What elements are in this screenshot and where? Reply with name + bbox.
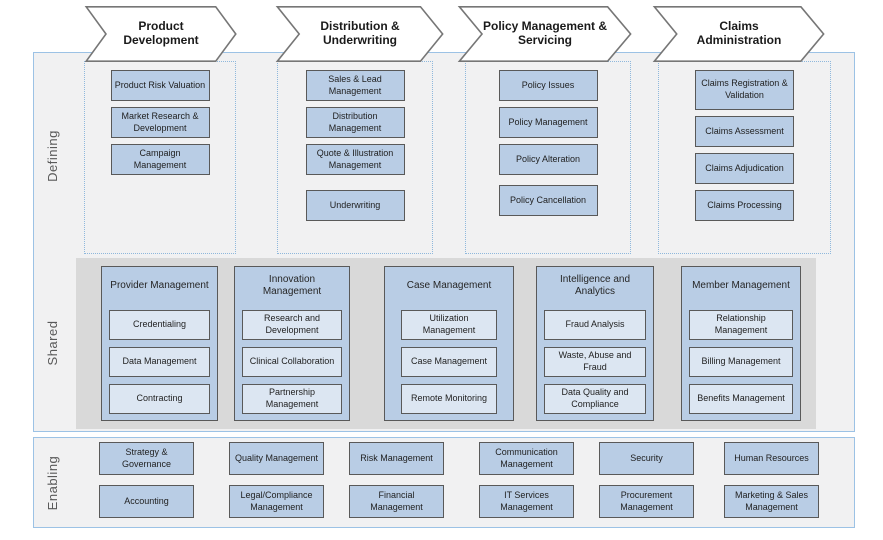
capability-box-case-management: Case Management — [401, 347, 497, 377]
capability-box-fraud-analysis: Fraud Analysis — [544, 310, 646, 340]
capability-box-relationship-management: Relationship Management — [689, 310, 793, 340]
shared-band-label: Shared — [45, 320, 60, 366]
capability-box-contracting: Contracting — [109, 384, 210, 414]
capability-box-policy-cancellation: Policy Cancellation — [498, 185, 598, 216]
shared-group-title: Intelligence and Analytics — [559, 273, 631, 298]
capability-box-waste-abuse-and-fraud: Waste, Abuse and Fraud — [544, 347, 646, 377]
capability-box-claims-assessment: Claims Assessment — [695, 116, 794, 147]
capability-box-research-and-development: Research and Development — [242, 310, 342, 340]
process-arrow-label: Claims Administration — [696, 19, 782, 47]
capability-box-marketing-sales-management: Marketing & Sales Management — [724, 485, 819, 518]
capability-box-data-management: Data Management — [109, 347, 210, 377]
defining-band-label: Defining — [45, 130, 60, 182]
process-arrow-policy-management-servicing: Policy Management & Servicing — [458, 6, 632, 62]
capability-box-it-services-management: IT Services Management — [479, 485, 574, 518]
process-arrow-label: Product Development — [123, 19, 199, 47]
capability-box-campaign-management: Campaign Management — [110, 144, 210, 175]
chevron-arrow-shape — [276, 6, 444, 62]
capability-box-clinical-collaboration: Clinical Collaboration — [242, 347, 342, 377]
capability-box-utilization-management: Utilization Management — [401, 310, 497, 340]
capability-box-policy-issues: Policy Issues — [498, 70, 598, 101]
capability-box-data-quality-and-compliance: Data Quality and Compliance — [544, 384, 646, 414]
process-arrow-label: Distribution & Underwriting — [320, 19, 400, 47]
capability-box-policy-alteration: Policy Alteration — [498, 144, 598, 175]
chevron-arrow-shape — [458, 6, 632, 62]
enabling-band: Enabling Strategy & Governance Quality Ma… — [33, 437, 855, 528]
capability-box-distribution-management: Distribution Management — [305, 107, 405, 138]
capability-box-claims-processing: Claims Processing — [695, 190, 794, 221]
capability-box-billing-management: Billing Management — [689, 347, 793, 377]
capability-box-quote-illustration-management: Quote & Illustration Management — [305, 144, 405, 175]
chevron-arrow-shape — [85, 6, 237, 62]
capability-box-strategy-governance: Strategy & Governance — [99, 442, 194, 475]
process-arrow-claims-administration: Claims Administration — [653, 6, 825, 62]
capability-box-sales-lead-management: Sales & Lead Management — [305, 70, 405, 101]
capability-box-legal-compliance-management: Legal/Compliance Management — [229, 485, 324, 518]
capability-box-product-risk-valuation: Product Risk Valuation — [110, 70, 210, 101]
capability-box-claims-registration-validation: Claims Registration & Validation — [695, 70, 794, 110]
capability-box-credentialing: Credentialing — [109, 310, 210, 340]
enabling-band-label: Enabling — [45, 455, 60, 511]
capability-box-financial-management: Financial Management — [349, 485, 444, 518]
shared-group-title: Provider Management — [110, 279, 209, 291]
shared-group-title: Member Management — [692, 279, 790, 291]
capability-box-market-research-development: Market Research & Development — [110, 107, 210, 138]
process-arrow-distribution-underwriting: Distribution & Underwriting — [276, 6, 444, 62]
process-arrow-label: Policy Management & Servicing — [482, 19, 608, 47]
capability-box-accounting: Accounting — [99, 485, 194, 518]
capability-box-underwriting: Underwriting — [305, 190, 405, 221]
capability-box-risk-management: Risk Management — [349, 442, 444, 475]
shared-group-title: Innovation Management — [262, 273, 322, 298]
shared-group-title: Case Management — [406, 279, 492, 291]
capability-box-security: Security — [599, 442, 694, 475]
capability-box-policy-management: Policy Management — [498, 107, 598, 138]
capability-box-remote-monitoring: Remote Monitoring — [401, 384, 497, 414]
capability-box-communication-management: Communication Management — [479, 442, 574, 475]
capability-box-human-resources: Human Resources — [724, 442, 819, 475]
process-arrow-product-development: Product Development — [85, 6, 237, 62]
capability-box-claims-adjudication: Claims Adjudication — [695, 153, 794, 184]
capability-box-procurement-management: Procurement Management — [599, 485, 694, 518]
capability-box-partnership-management: Partnership Management — [242, 384, 342, 414]
chevron-arrow-shape — [653, 6, 825, 62]
capability-box-benefits-management: Benefits Management — [689, 384, 793, 414]
capability-box-quality-management: Quality Management — [229, 442, 324, 475]
